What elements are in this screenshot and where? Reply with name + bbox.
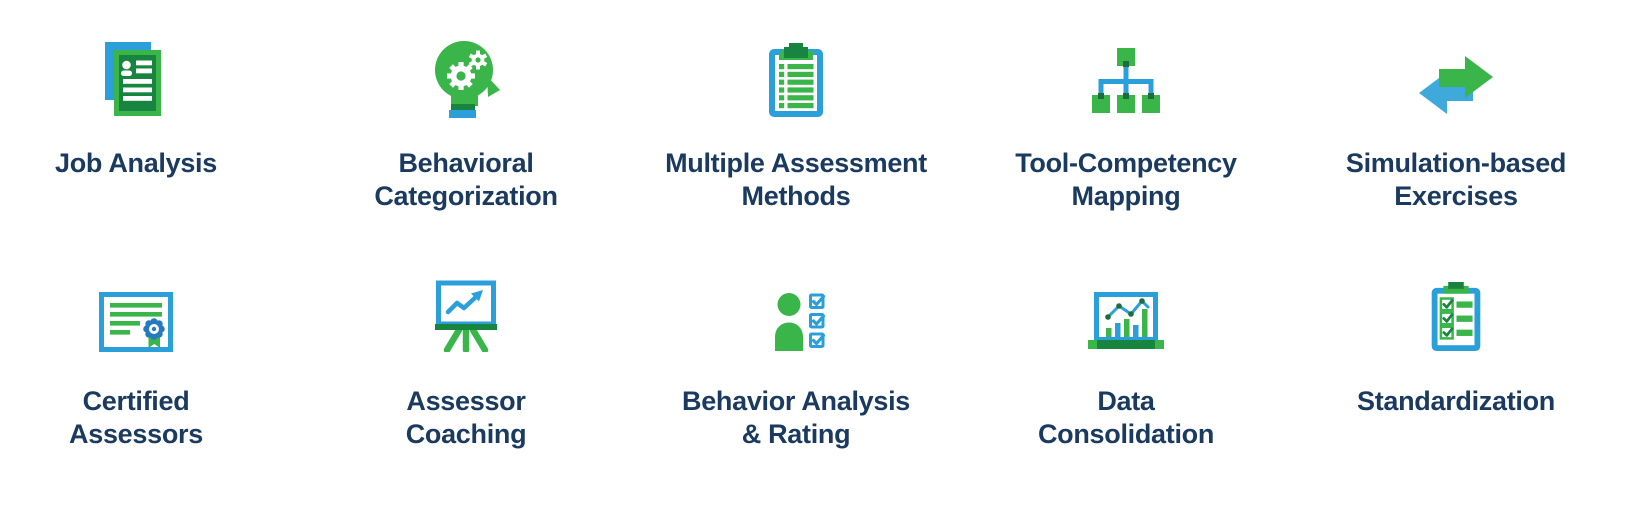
label-line-2: Consolidation: [1037, 419, 1215, 449]
label-line-1: Data: [1097, 386, 1155, 416]
feature-label: Behavior Analysis & Rating: [682, 385, 910, 451]
label-line-1: Assessor: [406, 386, 526, 416]
label-line-2: Categorization: [374, 181, 558, 211]
label-line-2: Coaching: [405, 419, 527, 449]
feature-data-consolidation: Data Consolidation: [961, 286, 1291, 451]
feature-label: Behavioral Categorization: [374, 147, 558, 213]
feature-behavior-analysis-rating: Behavior Analysis & Rating: [631, 286, 961, 451]
feature-label: Job Analysis: [55, 147, 217, 180]
layered-documents-icon: [105, 40, 167, 118]
feature-assessor-coaching: Assessor Coaching: [301, 280, 631, 451]
person-checklist-icon: [767, 286, 825, 352]
feature-multiple-assessment-methods: Multiple Assessment Methods: [631, 40, 961, 213]
feature-behavioral-categorization: Behavioral Categorization: [301, 40, 631, 213]
label-line-1: Tool-Competency: [1015, 148, 1237, 178]
feature-label: Data Consolidation: [1038, 385, 1214, 451]
feature-simulation-based-exercises: Simulation-based Exercises: [1291, 40, 1621, 213]
easel-chart-icon: [431, 280, 501, 352]
label-line-1: Simulation-based: [1345, 148, 1567, 178]
label-line-2: Mapping: [1071, 181, 1181, 211]
feature-standardization: Standardization: [1291, 282, 1621, 418]
label-line-2: Methods: [741, 181, 851, 211]
checklist-clipboard-icon: [768, 40, 824, 118]
label-line-1: Behavior Analysis: [682, 386, 910, 416]
hierarchy-icon: [1089, 40, 1163, 118]
feature-label: Certified Assessors: [69, 385, 203, 451]
label-line-2: Exercises: [1394, 181, 1518, 211]
swap-arrows-icon: [1417, 40, 1495, 118]
label-line-2: Assessors: [69, 419, 203, 449]
feature-label: Standardization: [1357, 385, 1555, 418]
head-gears-icon: [431, 40, 501, 118]
label-line-1: Behavioral: [398, 148, 534, 178]
feature-certified-assessors: Certified Assessors: [0, 286, 301, 451]
feature-label: Tool-Competency Mapping: [1015, 147, 1237, 213]
label-line-1: Multiple Assessment: [665, 148, 927, 178]
label-line-1: Certified: [82, 386, 190, 416]
monitor-chart-icon: [1086, 286, 1166, 352]
label-line-1: Standardization: [1356, 386, 1555, 416]
feature-tool-competency-mapping: Tool-Competency Mapping: [961, 40, 1291, 213]
certificate-icon: [99, 286, 173, 352]
checked-clipboard-icon: [1430, 282, 1482, 352]
feature-label: Multiple Assessment Methods: [665, 147, 927, 213]
label-line-1: Job Analysis: [55, 148, 217, 178]
feature-label: Simulation-based Exercises: [1345, 147, 1567, 213]
label-line-2: & Rating: [741, 419, 851, 449]
feature-job-analysis: Job Analysis: [0, 40, 301, 180]
feature-label: Assessor Coaching: [406, 385, 527, 451]
